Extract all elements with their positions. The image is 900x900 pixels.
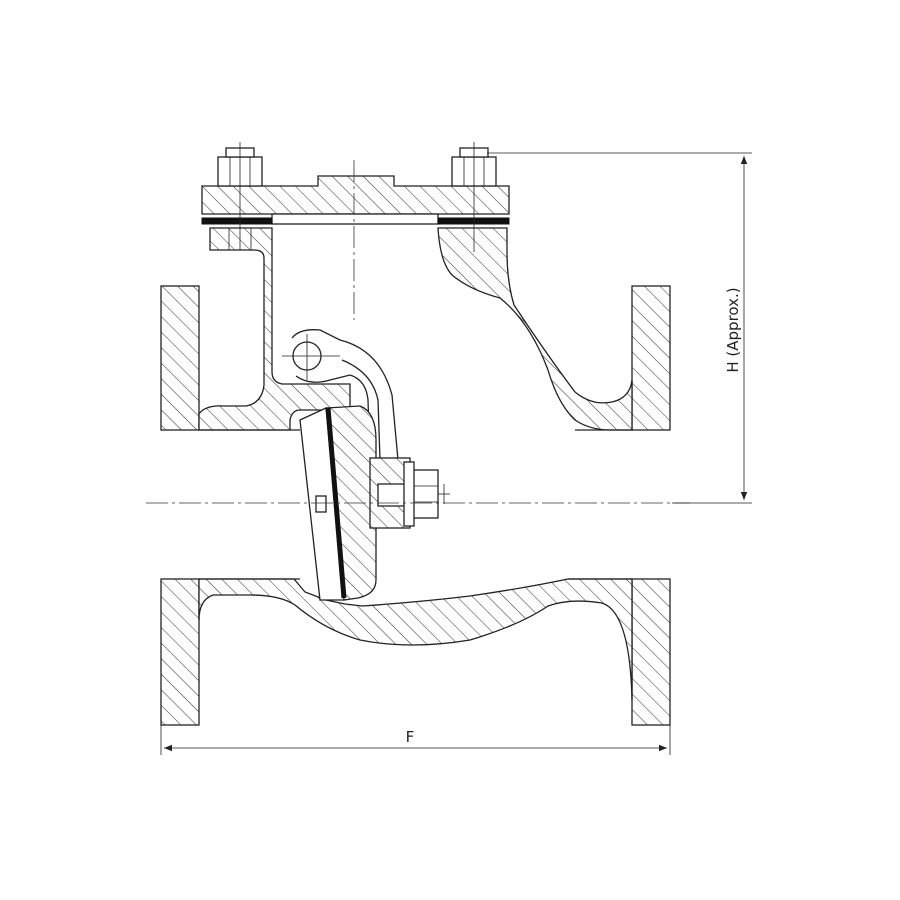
body-upper-right-wall <box>437 227 633 431</box>
dimension-f-label: F <box>406 728 415 746</box>
body-upper-left-wall <box>198 227 351 431</box>
hinge-arm <box>282 329 399 461</box>
body-lower-wall <box>198 578 633 701</box>
dimension-f: F <box>160 725 671 755</box>
dimension-h-label: H (Approx.) <box>724 287 742 372</box>
bore-outline <box>199 429 632 580</box>
left-flange <box>160 285 200 726</box>
right-flange <box>631 285 671 726</box>
disc-nut <box>315 461 450 527</box>
bonnet-stud-right <box>451 142 497 252</box>
bonnet-stud-left <box>217 142 263 250</box>
dimension-h: H (Approx.) <box>487 152 752 504</box>
centerlines <box>146 160 690 504</box>
bonnet-gasket <box>201 217 510 225</box>
